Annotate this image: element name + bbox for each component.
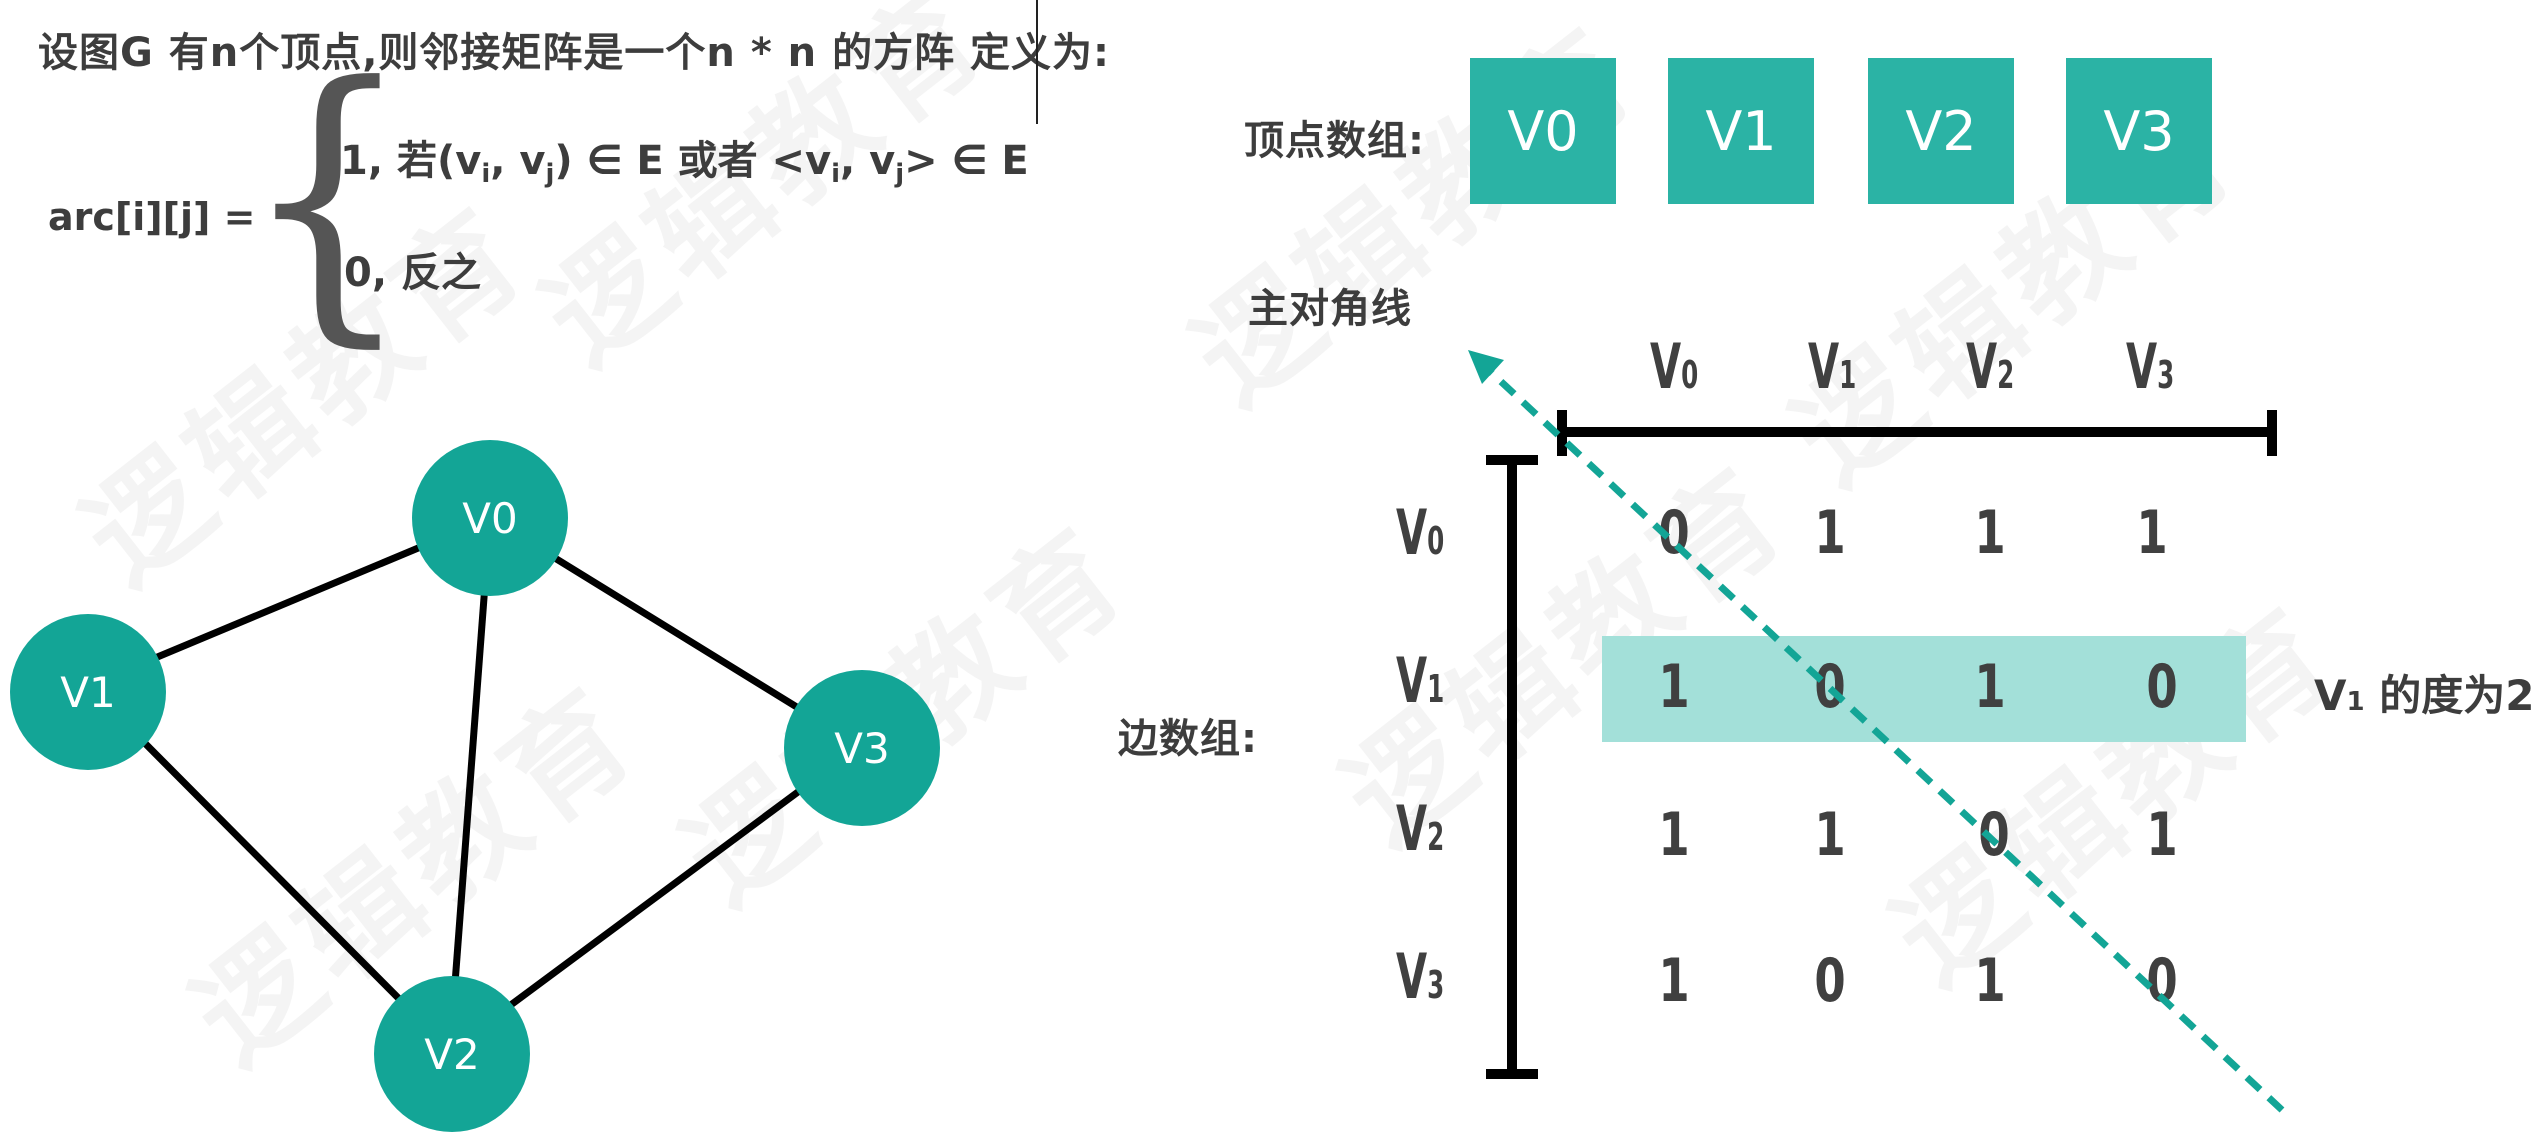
matrix-row-label-v1: V1 (1396, 644, 1445, 717)
diagonal-label: 主对角线 (1248, 286, 1412, 332)
vertex-array-cell: V3 (2066, 58, 2212, 204)
matrix-cell: 1 (1658, 652, 1690, 722)
matrix-cell: 1 (1814, 498, 1846, 568)
matrix-col-label-v1: V1 (1808, 330, 1857, 403)
edge-array-label: 边数组: (1118, 716, 1258, 762)
highlight-row-v1 (1602, 636, 2246, 742)
formula-lhs: arc[i][j] = (48, 195, 256, 239)
matrix-cell: 0 (1814, 946, 1846, 1016)
graph-node-v3: V3 (784, 670, 940, 826)
graph-edge (447, 743, 863, 1053)
degree-note: V1 的度为2 (2314, 671, 2532, 720)
matrix-cell: 1 (1974, 498, 2006, 568)
matrix-cell: 1 (1974, 946, 2006, 1016)
matrix-row-label-v0: V0 (1396, 496, 1445, 569)
matrix-cell: 1 (2136, 498, 2168, 568)
formula-case1: 1, 若(vi, vj) ∈ E 或者 <vi, vj> ∈ E (340, 138, 1029, 189)
matrix-cell: 1 (1658, 946, 1690, 1016)
definition-line: 设图G 有n个顶点,则邻接矩阵是一个n * n 的方阵 定义为: (38, 30, 1110, 76)
graph-node-v0: V0 (412, 440, 568, 596)
vertex-array-cell: V2 (1868, 58, 2014, 204)
curly-brace: { (241, 23, 414, 372)
matrix-cell: 0 (1814, 652, 1846, 722)
matrix-cell: 1 (1974, 652, 2006, 722)
vertex-array-label: 顶点数组: (1244, 118, 1425, 164)
graph-node-v1: V1 (10, 614, 166, 770)
matrix-row-label-v3: V3 (1396, 940, 1445, 1013)
matrix-row-label-v2: V2 (1396, 792, 1445, 865)
graph-node-v2: V2 (374, 976, 530, 1132)
diagonal-dashed-line (1477, 359, 2285, 1113)
formula-case2: 0, 反之 (344, 250, 481, 296)
diagonal-arrowhead (1468, 350, 1504, 384)
matrix-cell: 1 (1658, 800, 1690, 870)
graph-edge (446, 517, 494, 1051)
graph-edge (85, 683, 453, 1053)
matrix-cell: 0 (2146, 652, 2178, 722)
matrix-col-label-v2: V2 (1966, 330, 2015, 403)
matrix-col-label-v0: V0 (1650, 330, 1699, 403)
vertex-array-cell: V0 (1470, 58, 1616, 204)
matrix-cell: 1 (2146, 800, 2178, 870)
matrix-col-label-v3: V3 (2126, 330, 2175, 403)
matrix-cell: 1 (1814, 800, 1846, 870)
vertex-array-cell: V1 (1668, 58, 1814, 204)
text-cursor (1036, 0, 1038, 124)
